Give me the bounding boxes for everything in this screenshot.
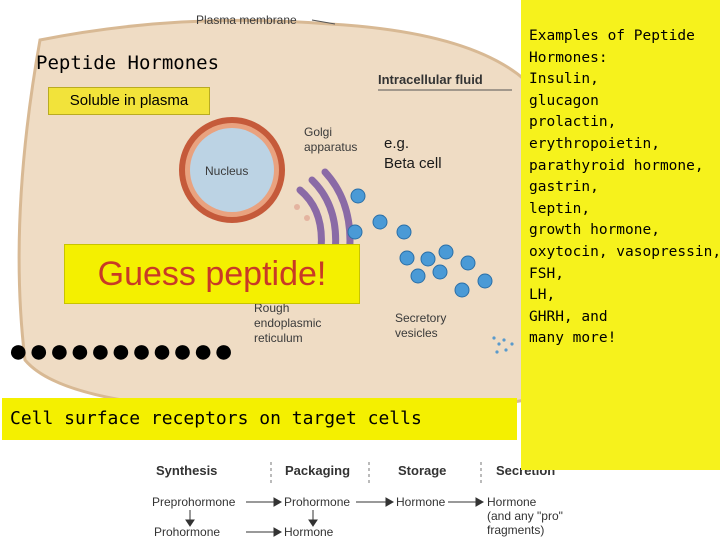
examples-line: oxytocin, vasopressin, <box>529 243 720 260</box>
secretory-vesicle <box>399 250 415 266</box>
examples-line: Insulin, <box>529 71 599 88</box>
examples-line: FSH, <box>529 265 564 282</box>
exocytosis-dot <box>492 336 496 340</box>
secretory-vesicle <box>477 273 493 289</box>
flow-header-packaging: Packaging <box>285 463 350 478</box>
arrowhead <box>273 497 283 507</box>
arrowhead <box>185 519 195 527</box>
exocytosis-dot <box>510 342 514 346</box>
secretory-vesicle <box>432 264 448 280</box>
examples-line: LH, <box>529 287 556 304</box>
examples-line: erythropoietin, <box>529 135 660 152</box>
arrowhead <box>308 519 318 527</box>
slide-title: Peptide Hormones <box>36 52 220 74</box>
examples-line: growth hormone, <box>529 222 660 239</box>
rough-er-label-line1: Rough <box>254 301 289 315</box>
examples-line: many more! <box>529 330 617 347</box>
flow-prohormone: Prohormone <box>284 495 350 509</box>
arrowhead <box>475 497 485 507</box>
examples-line: GHRH, and <box>529 308 608 325</box>
examples-line: glucagon <box>529 92 599 109</box>
exocytosis-dot <box>504 348 508 352</box>
flow-prohormone: Prohormone <box>154 525 220 539</box>
examples-line: prolactin, <box>529 114 617 131</box>
exocytosis-dot <box>497 342 501 346</box>
nucleus-interior <box>190 128 274 212</box>
secretory-vesicle <box>460 255 476 271</box>
eg-line1: e.g. <box>384 135 410 152</box>
flow-preprohormone: Preprohormone <box>152 495 236 509</box>
secretory-vesicle <box>372 214 388 230</box>
secretory-vesicles-label-line2: vesicles <box>395 326 438 340</box>
examples-line: Hormones: <box>529 49 608 66</box>
rough-er-label-line3: reticulum <box>254 331 303 345</box>
rough-er-label-line2: endoplasmic <box>254 316 321 330</box>
secretory-vesicle <box>410 268 426 284</box>
flow-arrows <box>185 497 485 537</box>
nucleus-label: Nucleus <box>205 164 248 178</box>
guess-peptide-box: Guess peptide! <box>64 244 360 304</box>
golgi-label-line1: Golgi <box>304 125 332 139</box>
flow-secretion-line2: (and any "pro" <box>487 509 563 523</box>
flow-hormone: Hormone <box>396 495 446 509</box>
examples-line: Examples of Peptide <box>529 28 695 44</box>
secretory-vesicles-label-line1: Secretory <box>395 311 446 325</box>
flow-secretion-line1: Hormone <box>487 495 537 509</box>
arrowhead <box>273 527 283 537</box>
exocytosis-dots <box>492 336 514 354</box>
examples-line: leptin, <box>529 200 591 217</box>
flow-header-storage: Storage <box>398 463 446 478</box>
bullet-dots: ●●●●●●●●●●● <box>8 332 234 370</box>
examples-panel: Examples of Peptide Hormones: Insulin, g… <box>521 0 720 470</box>
secretory-vesicle <box>420 251 436 267</box>
exocytosis-dot <box>495 350 499 354</box>
soluble-in-plasma-box: Soluble in plasma <box>48 87 210 115</box>
secretory-vesicle <box>350 188 366 204</box>
flow-secretion-line3: fragments) <box>487 523 544 537</box>
flow-hormone: Hormone <box>284 525 334 539</box>
eg-line2: Beta cell <box>384 155 442 172</box>
arrowhead <box>385 497 395 507</box>
examples-line: parathyroid hormone, <box>529 157 704 174</box>
examples-line: gastrin, <box>529 179 599 196</box>
secretory-vesicle <box>454 282 470 298</box>
secretory-vesicles <box>347 188 493 298</box>
plasma-membrane-label: Plasma membrane <box>196 13 297 27</box>
secretory-vesicle <box>438 244 454 260</box>
secretory-vesicle <box>347 224 363 240</box>
beta-cell-example: e.g. Beta cell <box>384 134 442 174</box>
flow-header-synthesis: Synthesis <box>156 463 217 478</box>
secretory-vesicle <box>396 224 412 240</box>
golgi-label-line2: apparatus <box>304 140 357 154</box>
intracellular-fluid-label: Intracellular fluid <box>378 72 483 87</box>
golgi-vesicle <box>304 215 310 221</box>
exocytosis-dot <box>502 338 506 342</box>
plasma-membrane-pointer <box>311 19 336 25</box>
receptors-box: Cell surface receptors on target cells <box>2 398 517 440</box>
golgi-vesicle <box>294 204 300 210</box>
